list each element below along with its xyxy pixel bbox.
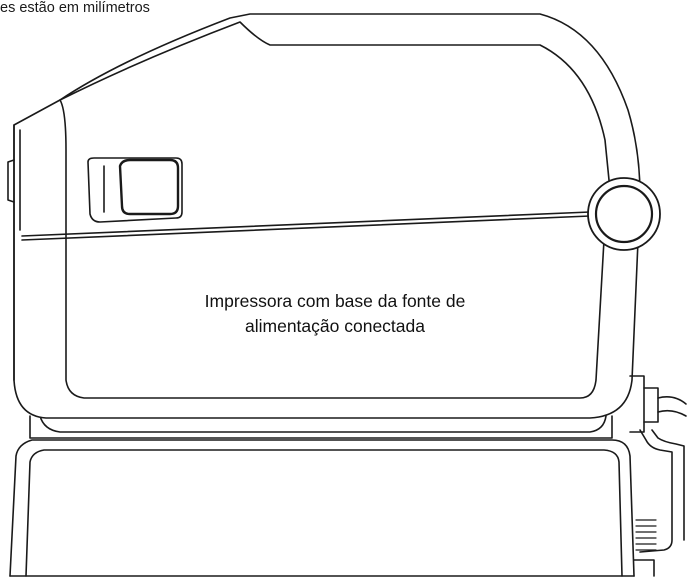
units-note: es estão em milímetros bbox=[0, 0, 150, 16]
printer-body bbox=[13, 13, 641, 419]
hinge-knob bbox=[587, 177, 661, 251]
printer-label: Impressora com base da fonte de alimenta… bbox=[130, 289, 540, 339]
power-supply-base bbox=[9, 439, 635, 577]
lid-release-button bbox=[87, 157, 183, 223]
printer-label-line1: Impressora com base da fonte de bbox=[204, 291, 466, 311]
printer-label-line2: alimentação conectada bbox=[245, 316, 425, 336]
printer-foot bbox=[29, 415, 613, 439]
power-connector bbox=[629, 375, 687, 577]
left-edge-detail bbox=[7, 159, 15, 203]
